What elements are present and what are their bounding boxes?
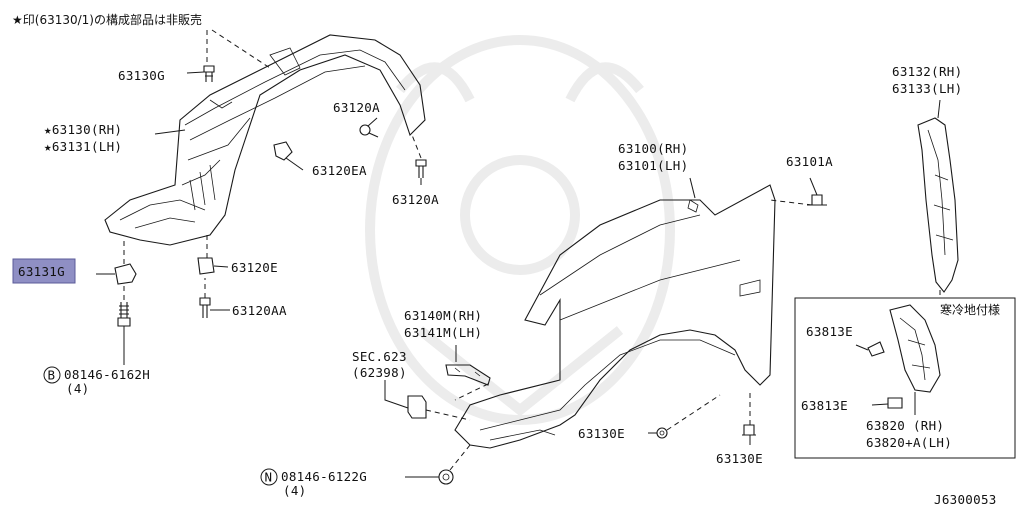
label-63120ea: 63120EA — [312, 163, 367, 178]
sec623-block — [407, 395, 427, 419]
clip-63120e — [197, 257, 215, 275]
label-63101a: 63101A — [786, 154, 833, 169]
non-sale-note: ★印(63130/1)の構成部品は非販売 — [12, 12, 202, 27]
label-62398: (62398) — [352, 365, 407, 380]
label-63130g: 63130G — [118, 68, 165, 83]
leader-lines-center — [384, 177, 818, 478]
screw-63130g — [203, 65, 215, 82]
nut-08146-6122g — [438, 469, 454, 485]
cold-region-inset — [794, 290, 1016, 459]
label-63120e: 63120E — [231, 260, 278, 275]
label-63820-rh: 63820 (RH) — [866, 418, 944, 433]
label-63130e-right: 63130E — [716, 451, 763, 466]
label-63130-rh: ★63130(RH) — [44, 122, 122, 137]
label-08146-6162h: 08146-6162H — [64, 367, 150, 382]
label-08146-6122g: 08146-6122G — [281, 469, 367, 484]
clip-63131g — [114, 263, 137, 285]
nut-63130e-left — [656, 427, 668, 439]
label-08146-6162h-qty: (4) — [66, 381, 89, 396]
label-63131g[interactable]: 63131G — [18, 264, 65, 279]
label-63820a-lh: 63820+A(LH) — [866, 435, 952, 450]
diagram-id: J6300053 — [934, 492, 997, 507]
label-08146-6122g-qty: (4) — [283, 483, 306, 498]
nut-63130e-right — [742, 424, 756, 436]
label-63133-lh: 63133(LH) — [892, 81, 962, 96]
front-fender — [454, 184, 776, 449]
bolt-63120a-top — [359, 124, 379, 138]
circled-n-icon: N — [260, 468, 278, 486]
bolt-63101a — [807, 194, 827, 206]
label-sec623: SEC.623 — [352, 349, 407, 364]
watermark-emblem — [365, 35, 675, 425]
screw-63120aa — [199, 297, 211, 318]
circled-b-icon: B — [43, 366, 61, 384]
highlight-63131g — [12, 258, 76, 284]
bracket-63140m — [445, 364, 491, 386]
circled-n-letter: N — [265, 470, 273, 485]
label-63100-rh: 63100(RH) — [618, 141, 688, 156]
label-63120a-bottom: 63120A — [392, 192, 439, 207]
label-63132-rh: 63132(RH) — [892, 64, 962, 79]
circled-b-letter: B — [48, 368, 56, 383]
seal-63132 — [917, 99, 959, 293]
label-63130e-left: 63130E — [578, 426, 625, 441]
clip-63120ea — [273, 141, 293, 161]
leader-lines-left — [96, 29, 422, 365]
label-63140m-rh: 63140M(RH) — [404, 308, 482, 323]
label-63101-lh: 63101(LH) — [618, 158, 688, 173]
label-63813e-top: 63813E — [806, 324, 853, 339]
label-63120a-top: 63120A — [333, 100, 380, 115]
label-63120aa: 63120AA — [232, 303, 287, 318]
label-cold-region: 寒冷地付様 — [940, 302, 1000, 317]
fender-protector — [104, 34, 426, 246]
label-63813e-bottom: 63813E — [801, 398, 848, 413]
bolt-08146-6162h — [117, 302, 131, 327]
bolt-63120a-bottom — [415, 159, 427, 178]
label-63131-lh: ★63131(LH) — [44, 139, 122, 154]
label-63141m-lh: 63141M(LH) — [404, 325, 482, 340]
